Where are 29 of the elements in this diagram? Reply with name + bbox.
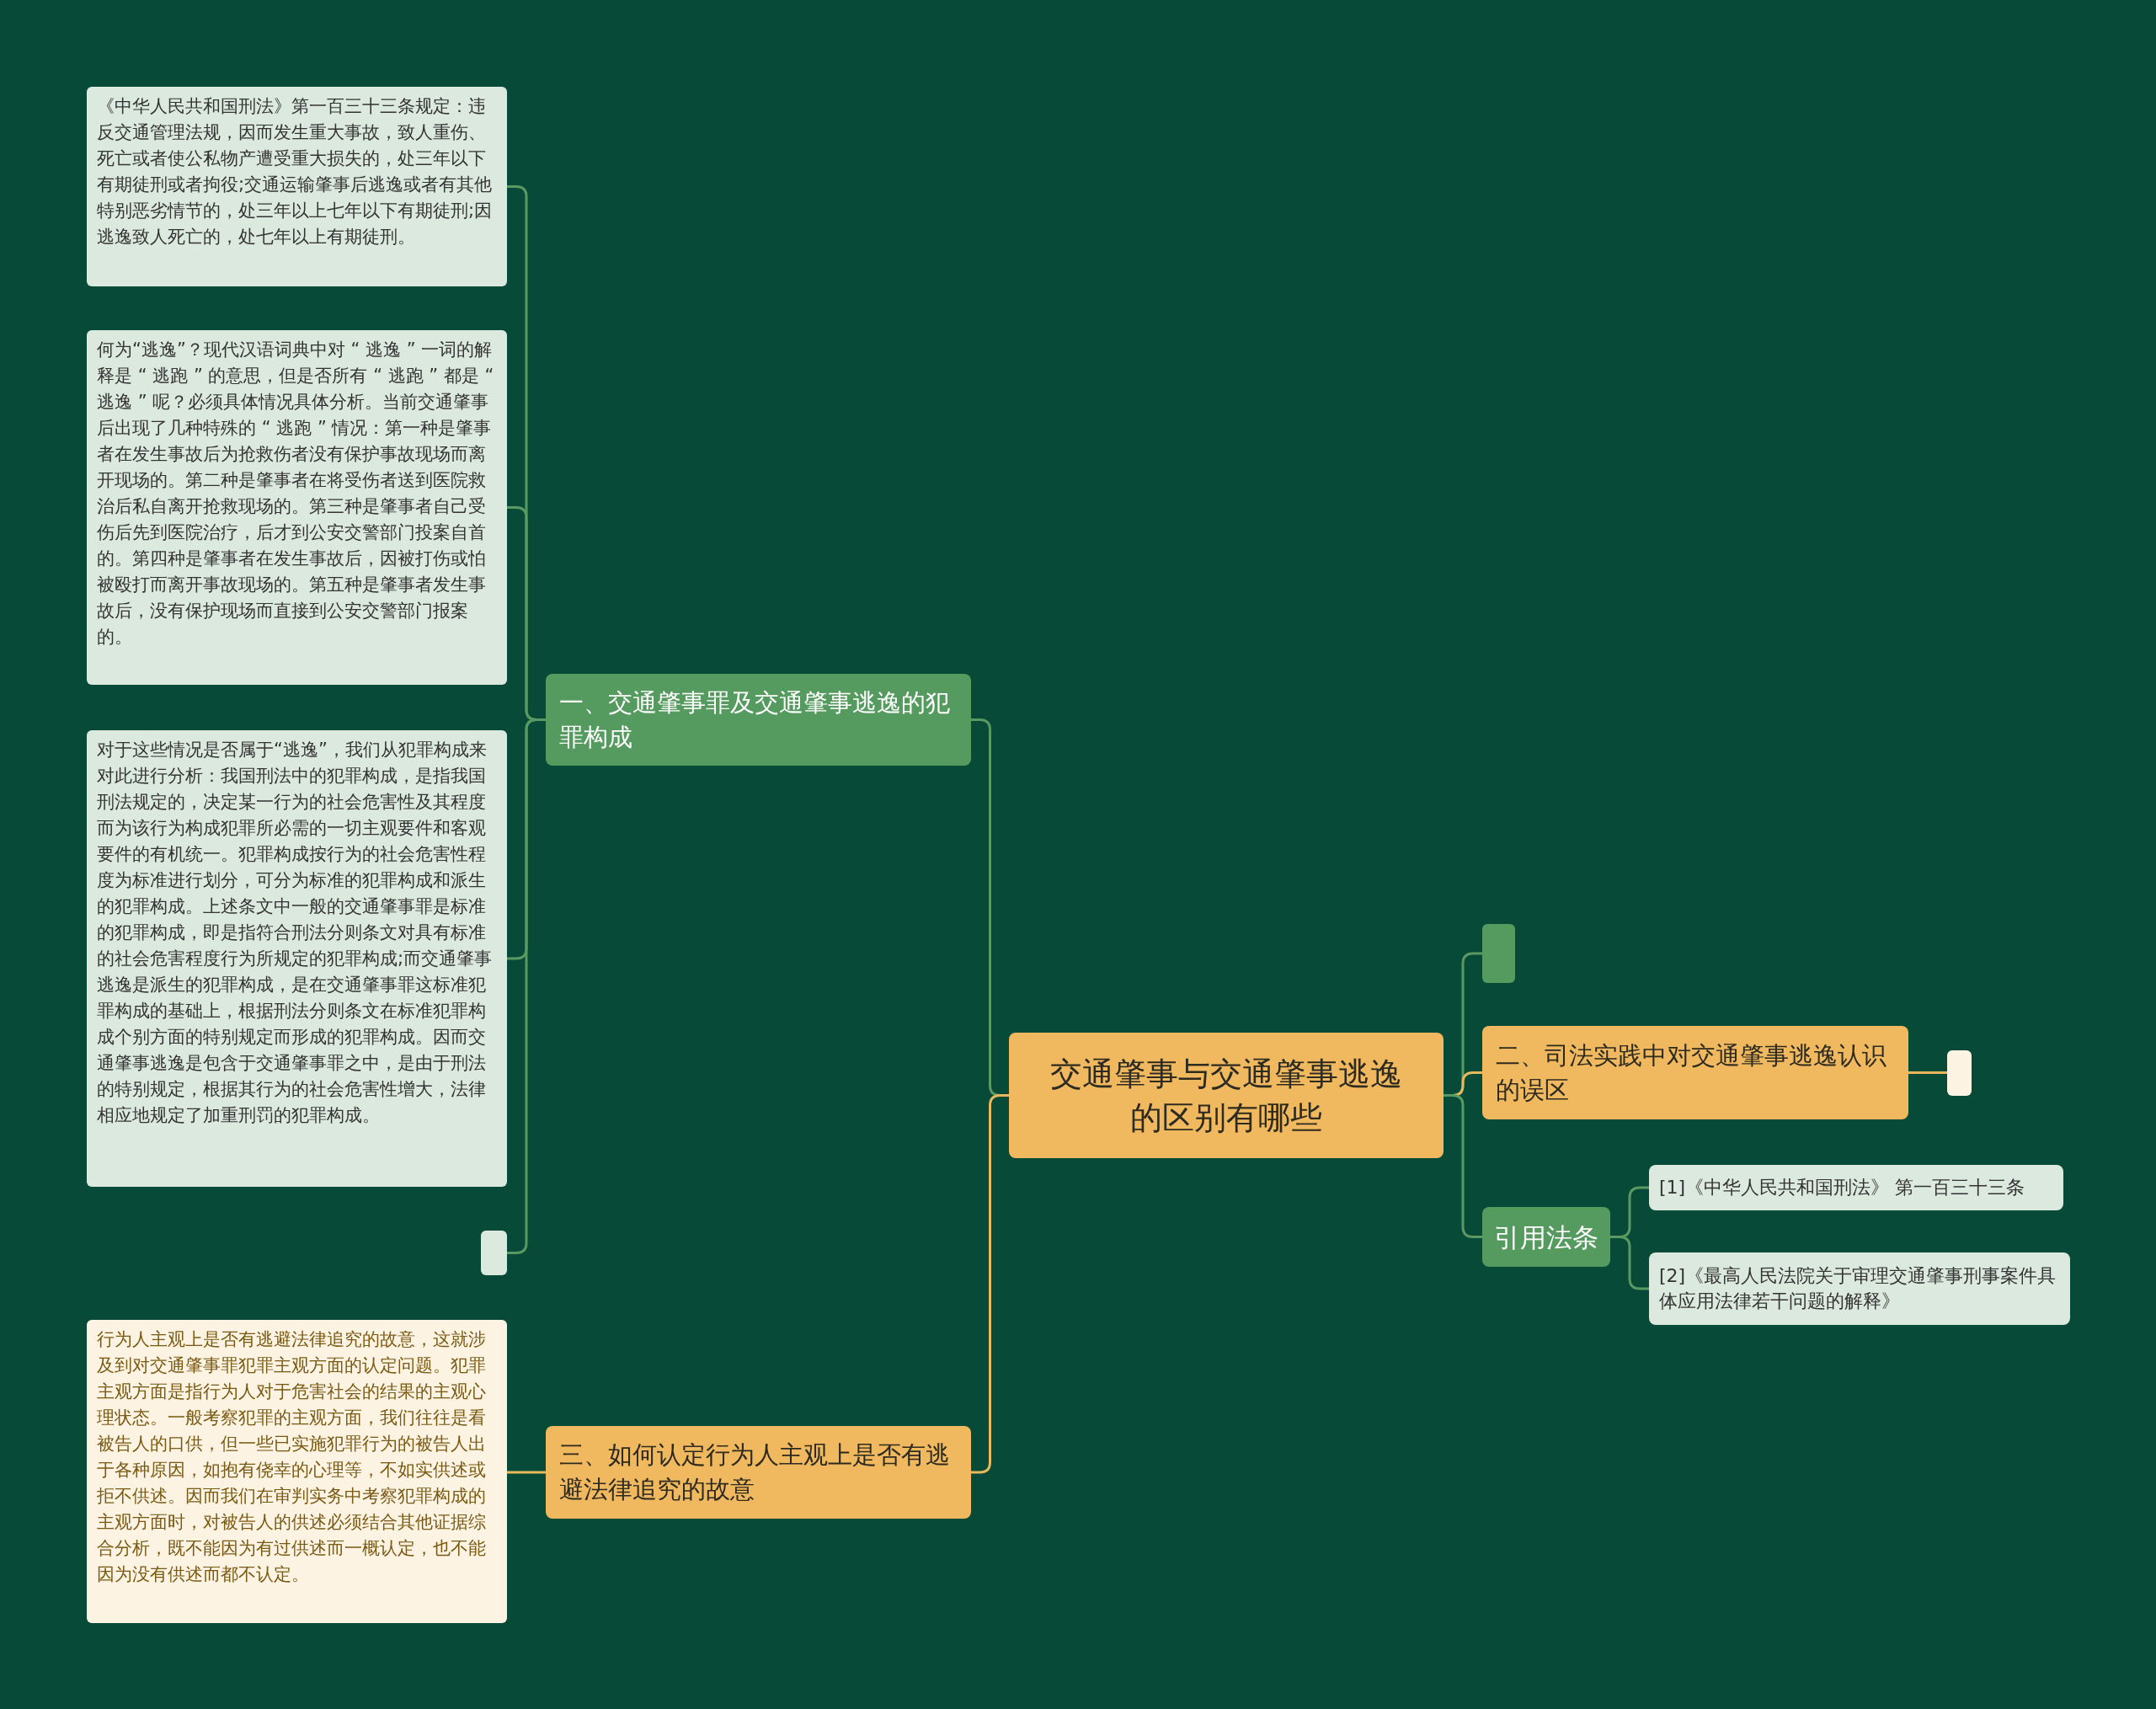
topic-text: [1]《中华人民共和国刑法》 第一百三十三条	[1659, 1176, 2025, 1199]
topic-text: 一、交通肇事罪及交通肇事逃逸的犯罪构成	[559, 686, 951, 753]
branch-topic-box	[546, 1426, 971, 1519]
reference-box	[1649, 1165, 2063, 1210]
empty-note-box	[1947, 1050, 1972, 1096]
topic-text: 二、司法实践中对交通肇事逃逸认识的误区	[1496, 1039, 1887, 1106]
branch-topic-box	[546, 674, 971, 766]
empty-note-box	[481, 1231, 507, 1275]
branch-topic-box	[1482, 1207, 1610, 1267]
note-box	[87, 330, 507, 685]
topic-text: 交通肇事与交通肇事逃逸的区别有哪些	[1049, 1054, 1403, 1138]
topic-text: 对于这些情况是否属于“逃逸”，我们从犯罪构成来对此进行分析：我国刑法中的犯罪构成，是指我国刑法规定的，决定某一行为的社会危害性及其程度而为该行为构成犯罪所必需的一切主观要件和客观要件的有机统一。犯罪构成按行为的社会危害性程度为标准进行划分，可分为标准的犯罪构成和派生的犯罪构成。上述条文中一般的交通肇事罪是标准的犯罪构成，即是指符合刑法分则条文对具有标准的社会危害程度行为所规定的犯罪构成;而交通肇事逃逸是派生的犯罪构成，是在交通肇事罪这标准犯罪构成的基础上，根据刑法分则条文在标准犯罪构成个别方面的特别规定而形成的犯罪构成。因而交通肇事逃逸是包含于交通肇事罪之中，是由于刑法的特别规定，根据其行为的社会危害性增大，法律相应地规定了加重刑罚的犯罪构成。	[97, 739, 494, 1127]
topic-text: 《中华人民共和国刑法》第一百三十三条规定：违反交通管理法规，因而发生重大事故，致人重伤、死亡或者使公私物产遭受重大损失的，处三年以下有期徒刑或者拘役;交通运输肇事后逃逸或者有其他特别恶劣情节的，处三年以上七年以下有期徒刑;因逃逸致人死亡的，处七年以上有期徒刑。	[97, 95, 494, 248]
connector-line	[507, 1471, 546, 1474]
connector-line	[1444, 1094, 1482, 1238]
topic-text: [2]《最高人民法院关于审理交通肇事刑事案件具体应用法律若干问题的解释》	[1659, 1264, 2057, 1313]
root-topic-box	[1009, 1033, 1444, 1158]
topic-text: 行为人主观上是否有逃避法律追究的故意，这就涉及到对交通肇事罪犯罪主观方面的认定问题。犯罪主观方面是指行为人对于危害社会的结果的主观心理状态。一般考察犯罪的主观方面，我们往往是看被告人的口供，但一些已实施犯罪行为的被告人出于各种原因，如抱有侥幸的心理等，不如实供述或拒不供述。因而我们在审判实务中考察犯罪构成的主观方面时，对被告人的供述必须结合其他证据综合分析，既不能因为有过供述而一概认定，也不能因为没有供述而都不认定。	[97, 1328, 487, 1586]
connector-line	[1908, 1071, 1947, 1074]
topic-text: 何为“逃逸”？现代汉语词典中对 “ 逃逸 ” 一词的解释是 “ 逃跑 ” 的意思，但是否所有 “ 逃跑 ” 都是 “ 逃逸 ” 呢？必须具体情况具体分析。当前交通肇事后出现了几种特殊的 “ 逃跑 ” 情况：第一种是肇事者在发生事故后为抢救伤者没有保护事故现场而离开现场的。第二种是肇事者在将受伤者送到医院救治后私自离开抢救现场的。第三种是肇事者自己受伤后先到医院治疗，后才到公安交警部门投案自首的。第四种是肇事者在发生事故后，因被打伤或怕被殴打而离开事故现场的。第五种是肇事者发生事故后，没有保护现场而直接到公安交警部门报案的。	[97, 339, 495, 649]
branch-topic-box	[1482, 1026, 1908, 1119]
note-box	[87, 730, 507, 1187]
topic-text: 三、如何认定行为人主观上是否有逃避法律追究的故意	[559, 1439, 951, 1505]
note-box	[87, 1320, 507, 1623]
empty-topic-box	[1482, 924, 1515, 983]
connector-line	[971, 1094, 1009, 1474]
note-box	[87, 87, 507, 286]
topic-text: 引用法条	[1494, 1220, 1598, 1254]
reference-box	[1649, 1252, 2070, 1325]
